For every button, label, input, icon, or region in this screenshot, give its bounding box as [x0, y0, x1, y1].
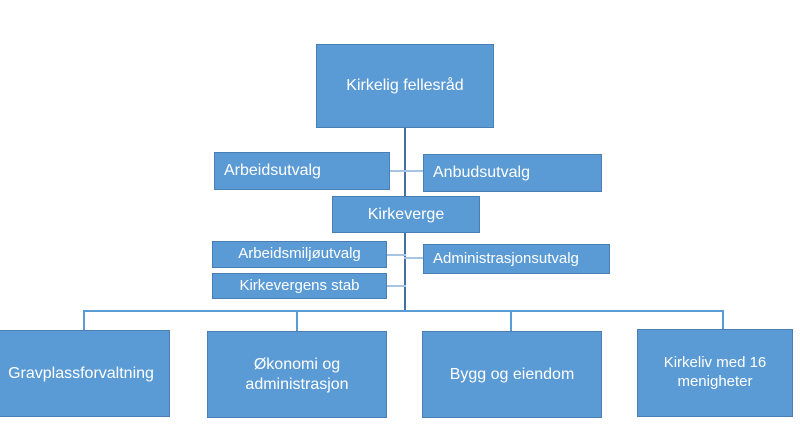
connector-trunk-middle: [404, 233, 406, 310]
org-node-label: Kirkeliv med 16 menigheter: [663, 354, 767, 390]
org-node-label: Administrasjonsutvalg: [433, 249, 579, 267]
org-node-okonomi-og-administrasjon: Økonomi og administrasjon: [207, 331, 387, 418]
org-node-label: Kirkelig fellesråd: [346, 77, 464, 94]
org-node-label: Kirkevergens stab: [239, 276, 360, 294]
connector-drop-okonomi: [296, 310, 298, 331]
org-node-label: Kirkeverge: [367, 205, 445, 223]
org-node-anbudsutvalg: Anbudsutvalg: [423, 154, 602, 192]
org-node-label: Arbeidsutvalg: [224, 162, 321, 179]
connector-arbeidsutvalg-anbudsutvalg: [390, 170, 423, 172]
org-node-label: Bygg og eiendom: [449, 365, 575, 383]
org-node-label: Økonomi og administrasjon: [245, 355, 349, 393]
org-node-gravplassforvaltning: Gravplassforvaltning: [0, 330, 170, 417]
org-node-label: Arbeidsmiljøutvalg: [238, 245, 361, 263]
org-node-arbeidsmiljoutvalg: Arbeidsmiljøutvalg: [212, 241, 387, 268]
org-node-kirkevergens-stab: Kirkevergens stab: [212, 273, 387, 299]
connector-bottom-rake: [83, 310, 724, 312]
org-node-label: Anbudsutvalg: [433, 164, 530, 181]
org-node-kirkeverge: Kirkeverge: [332, 196, 480, 233]
org-node-bygg-og-eiendom: Bygg og eiendom: [422, 331, 602, 418]
org-node-kirkelig-fellesrad: Kirkelig fellesråd: [316, 44, 494, 128]
org-node-label: Gravplassforvaltning: [8, 364, 154, 382]
connector-administrasjonsutvalg: [404, 257, 423, 259]
connector-kirkevergens-stab: [387, 285, 406, 287]
connector-trunk-top: [404, 128, 406, 196]
connector-drop-bygg: [510, 310, 512, 331]
connector-drop-gravplassforvaltning: [83, 310, 85, 331]
connector-drop-kirkeliv: [722, 310, 724, 330]
org-node-arbeidsutvalg: Arbeidsutvalg: [214, 152, 390, 190]
connector-arbeidsmiljoutvalg: [387, 254, 406, 256]
org-node-administrasjonsutvalg: Administrasjonsutvalg: [423, 244, 610, 274]
org-node-kirkeliv-med-16-menigheter: Kirkeliv med 16 menigheter: [637, 329, 793, 417]
